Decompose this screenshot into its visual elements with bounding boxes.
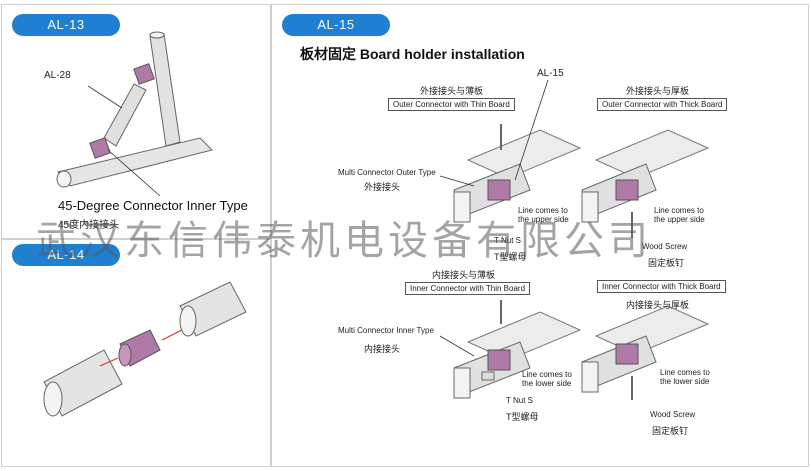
al15-q4-drawing	[581, 305, 710, 400]
q1-line-note: Line comes to the upper side	[518, 206, 569, 224]
badge-al13: AL-13	[12, 14, 120, 36]
q1-nut-en: T Nut S	[494, 236, 521, 245]
part-label-al15: AL-15	[537, 68, 564, 79]
q1-cn-title: 外接接头与薄板	[420, 86, 484, 96]
badge-al15: AL-15	[282, 14, 390, 36]
al14-drawing	[43, 281, 247, 417]
q2-en-title: Outer Connector with Thick Board	[597, 98, 728, 111]
q4-line-note: Line comes to the lower side	[660, 368, 710, 386]
al15-q2-drawing	[581, 129, 710, 238]
al13-drawing	[56, 31, 213, 197]
q3-nut-en: T Nut S	[506, 396, 533, 405]
q2-screw-cn: 固定板钉	[648, 258, 685, 268]
page-title: 板材固定 Board holder installation	[300, 46, 525, 62]
q3-en-title: Inner Connector with Thin Board	[405, 282, 531, 295]
panel-al15	[271, 4, 809, 467]
al15-q1-drawing	[439, 79, 582, 223]
q4-screw-en: Wood Screw	[650, 410, 696, 419]
badge-al14: AL-14	[12, 244, 120, 266]
q4-cn-title: 内接接头与厚板	[626, 300, 690, 310]
caption-cn-al13: 45度内接接头	[58, 220, 120, 231]
q4-en-title: Inner Connector with Thick Board	[597, 280, 726, 293]
q2-line-note: Line comes to the upper side	[654, 206, 705, 224]
panel-al13	[1, 4, 271, 239]
q1-en-title: Outer Connector with Thin Board	[388, 98, 515, 111]
q1-type-cn: 外接接头	[364, 182, 401, 192]
q1-nut-cn: T型螺母	[494, 252, 527, 262]
q1-type-en: Multi Connector Outer Type	[338, 168, 436, 177]
q3-nut-cn: T型螺母	[506, 412, 539, 422]
q3-type-en: Multi Connector Inner Type	[338, 326, 434, 335]
watermark-text: 武汉东信伟泰机电设备有限公司	[36, 218, 652, 264]
part-label-al28: AL-28	[44, 70, 71, 81]
q2-cn-title: 外接接头与厚板	[626, 86, 690, 96]
q3-type-cn: 内接接头	[364, 344, 401, 354]
q4-screw-cn: 固定板钉	[652, 426, 689, 436]
q2-screw-en: Wood Screw	[642, 242, 688, 251]
caption-en-al13: 45-Degree Connector Inner Type	[58, 198, 248, 213]
q3-cn-title: 内接接头与薄板	[432, 270, 496, 280]
al15-q3-drawing	[439, 300, 582, 399]
q3-line-note: Line comes to the lower side	[522, 370, 572, 388]
